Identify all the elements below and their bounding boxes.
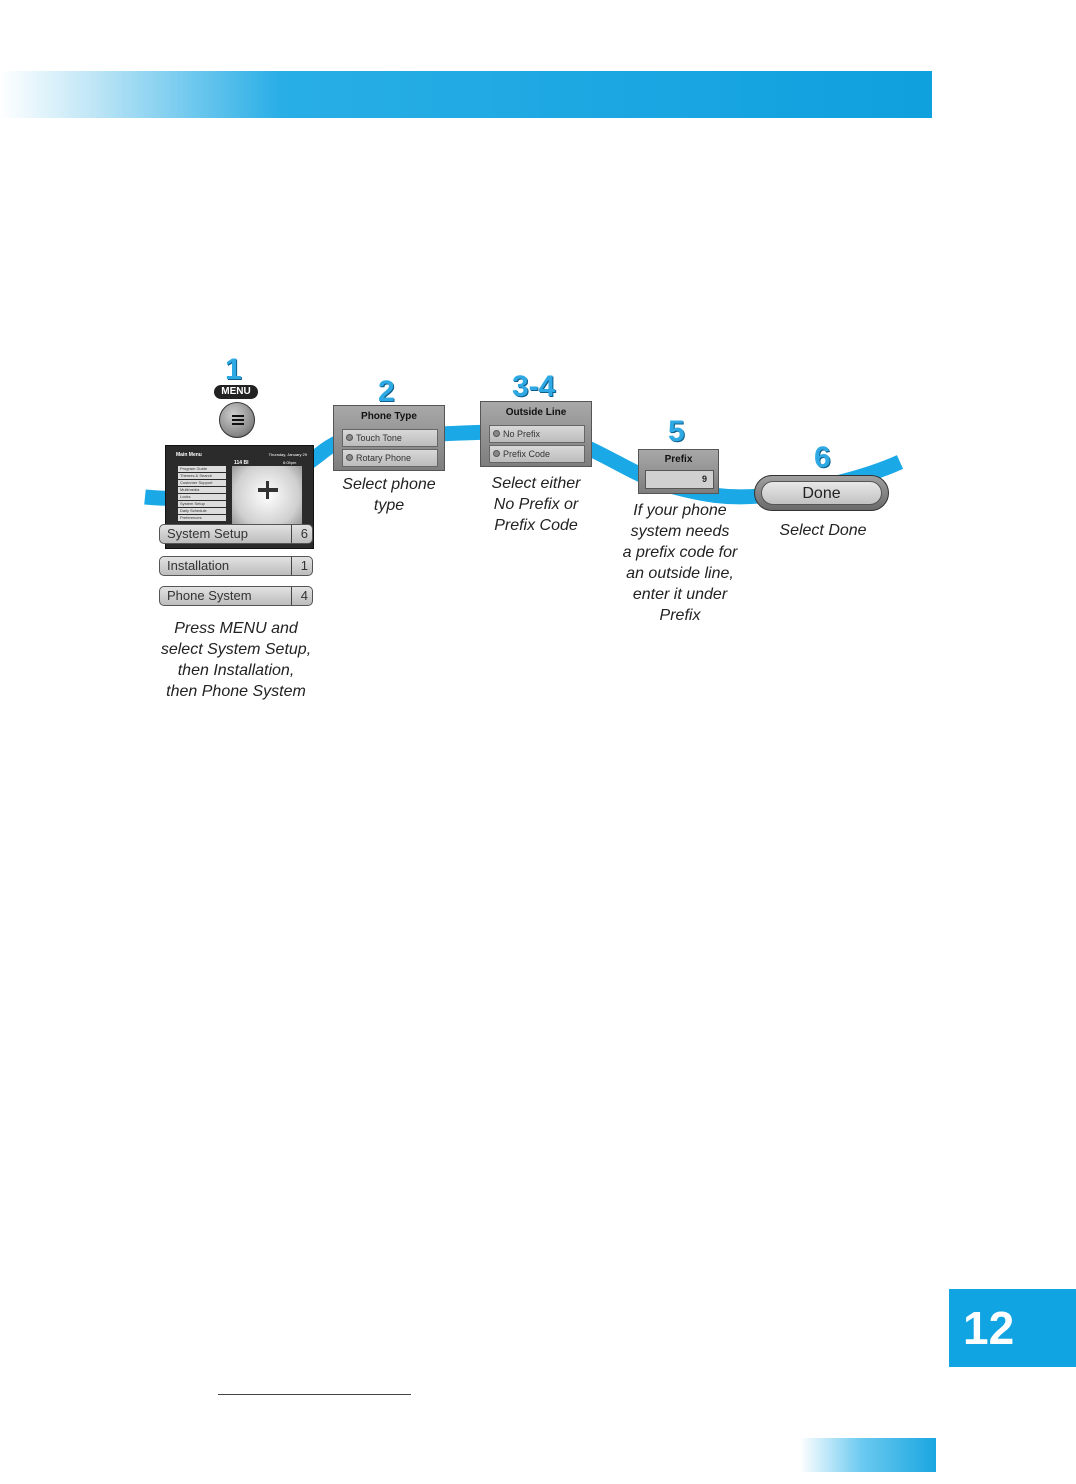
caption-line: an outside line,: [626, 565, 734, 582]
step-number-5: 5: [668, 415, 685, 448]
menu-installation[interactable]: Installation 1: [159, 556, 313, 576]
tv-time: 6:05pm: [283, 460, 297, 465]
option-label: Rotary Phone: [356, 453, 412, 463]
menu-phone-system[interactable]: Phone System 4: [159, 586, 313, 606]
footnote-rule: [218, 1394, 411, 1395]
outside-line-title: Outside Line: [505, 407, 567, 418]
tv-channel: 114 BI: [234, 460, 249, 466]
step-number-3-4: 3-4: [512, 370, 556, 403]
caption-line: Prefix Code: [494, 517, 578, 534]
caption-line: select System Setup,: [160, 641, 312, 658]
caption-line: No Prefix or: [493, 496, 579, 513]
caption-line: Prefix: [659, 607, 701, 624]
menu-system-setup-key: 6: [291, 525, 308, 543]
option-touch-tone[interactable]: Touch Tone: [342, 429, 438, 447]
prefix-title: Prefix: [664, 454, 693, 465]
tv-screen-date: Thursday, January 29: [268, 452, 307, 457]
tv-menu-item: Daily Schedule: [178, 508, 226, 514]
caption-line: enter it under: [632, 586, 728, 603]
tv-menu-list: Program Guide Themes & Search Customer S…: [178, 466, 226, 522]
caption-line: system needs: [630, 523, 730, 540]
caption-line: Select phone: [342, 476, 436, 493]
option-label: Touch Tone: [356, 433, 402, 443]
radio-icon: [493, 430, 500, 437]
option-label: No Prefix: [503, 429, 541, 439]
step-6-caption: Select Done: [760, 520, 886, 541]
step-number-2: 2: [378, 375, 395, 408]
step-1-caption: Press MENU and select System Setup, then…: [140, 618, 332, 702]
airplane-wing-icon: [266, 481, 269, 499]
tv-main-menu-screen: Main Menu Thursday, January 29 114 BI 6:…: [165, 445, 314, 549]
done-button[interactable]: Done: [754, 475, 889, 511]
menu-installation-key: 1: [291, 557, 308, 575]
option-label: Prefix Code: [503, 449, 551, 459]
menu-phone-system-key: 4: [291, 587, 308, 605]
caption-line: Select Done: [779, 522, 867, 539]
step-2-caption: Select phone type: [330, 474, 448, 516]
step-number-6: 6: [814, 441, 831, 474]
radio-icon: [493, 450, 500, 457]
option-prefix-code[interactable]: Prefix Code: [489, 445, 585, 463]
step-5-caption: If your phone system needs a prefix code…: [605, 500, 755, 626]
caption-line: Press MENU and: [174, 620, 298, 637]
menu-installation-label: Installation: [167, 558, 230, 573]
phone-type-dialog: Phone Type Touch Tone Rotary Phone: [333, 405, 445, 471]
option-no-prefix[interactable]: No Prefix: [489, 425, 585, 443]
caption-line: a prefix code for: [622, 544, 738, 561]
tv-menu-item: System Setup: [178, 501, 226, 507]
caption-line: then Installation,: [177, 662, 295, 679]
header-band: [0, 71, 932, 118]
tv-menu-item: Program Guide: [178, 466, 226, 472]
outside-line-dialog: Outside Line No Prefix Prefix Code: [480, 401, 592, 467]
menu-phone-system-label: Phone System: [167, 588, 252, 603]
tv-menu-item: Preferences: [178, 515, 226, 521]
caption-line: Select either: [491, 475, 581, 492]
phone-type-title: Phone Type: [361, 411, 417, 422]
step-number-1: 1: [225, 353, 242, 386]
prefix-input[interactable]: 9: [645, 470, 714, 489]
step-3-4-caption: Select either No Prefix or Prefix Code: [476, 473, 596, 536]
option-rotary-phone[interactable]: Rotary Phone: [342, 449, 438, 467]
tv-menu-item: Multimedia: [178, 487, 226, 493]
caption-line: If your phone: [633, 502, 727, 519]
done-button-label: Done: [761, 481, 882, 505]
menu-button[interactable]: [219, 402, 255, 438]
tv-menu-item: Themes & Search: [178, 473, 226, 479]
tv-menu-item: Locks: [178, 494, 226, 500]
menu-label: MENU: [214, 385, 258, 399]
menu-system-setup[interactable]: System Setup 6: [159, 524, 313, 544]
radio-icon: [346, 454, 353, 461]
caption-line: type: [373, 497, 405, 514]
tv-menu-item: Customer Support: [178, 480, 226, 486]
footer-band: [800, 1438, 936, 1472]
chapter-tab: 12: [949, 1289, 1076, 1367]
tv-screen-title: Main Menu: [176, 452, 202, 458]
radio-icon: [346, 434, 353, 441]
caption-line: then Phone System: [166, 683, 306, 700]
menu-system-setup-label: System Setup: [167, 526, 248, 541]
